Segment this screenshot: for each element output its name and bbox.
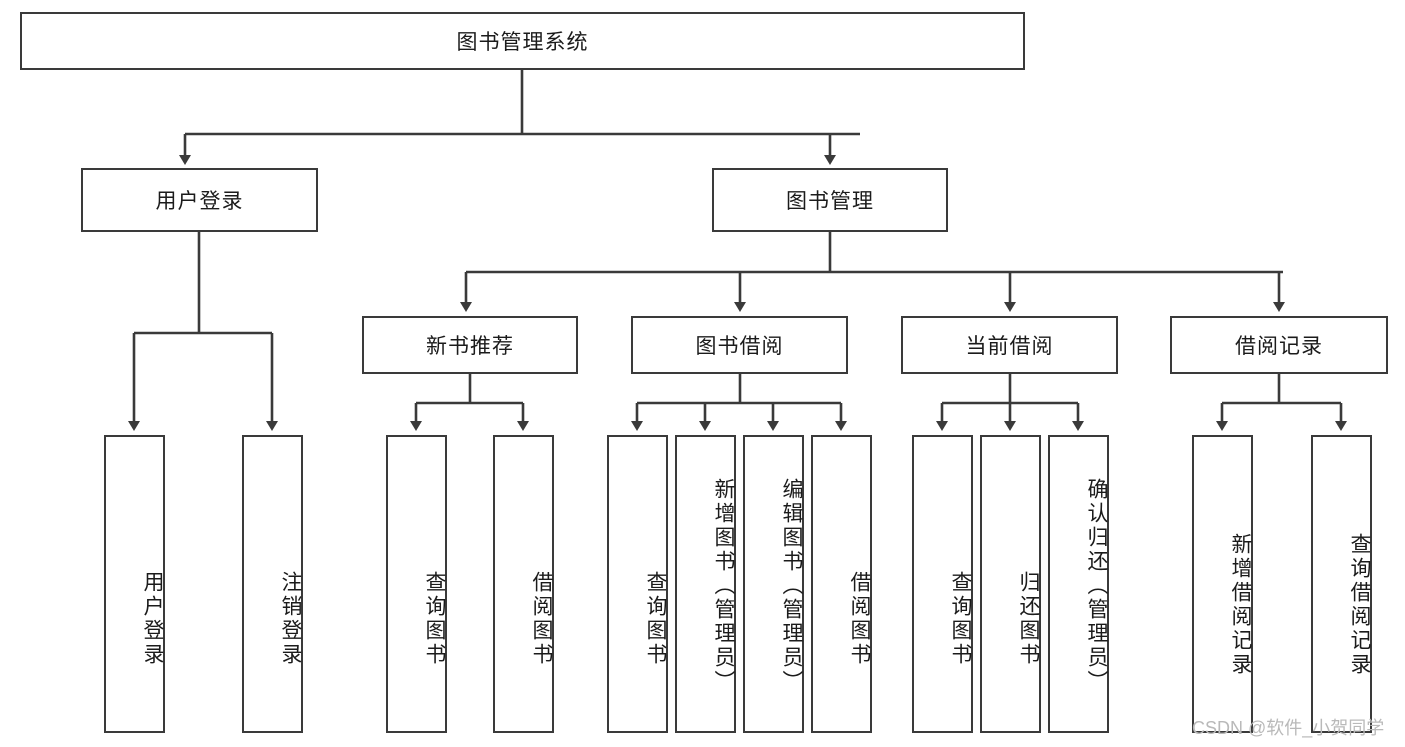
node-book-management-label: 图书管理 [786,190,874,213]
node-current-borrow-label: 当前借阅 [965,335,1054,358]
node-user-login[interactable]: 用户登录 [81,168,318,232]
node-leaf-user-login-label: 用户登录 [141,571,164,667]
node-leaf-confirm-return-admin[interactable]: 确认归还（管理员） [1048,435,1109,733]
node-leaf-return-book[interactable]: 归还图书 [980,435,1041,733]
node-book-management[interactable]: 图书管理 [712,168,948,232]
node-new-book-recommend-label: 新书推荐 [426,335,514,358]
node-borrow-records[interactable]: 借阅记录 [1170,316,1388,374]
node-leaf-edit-book-admin-label: 编辑图书（管理员） [780,478,803,694]
node-leaf-query-borrow-record[interactable]: 查询借阅记录 [1311,435,1372,733]
node-leaf-edit-book-admin[interactable]: 编辑图书（管理员） [743,435,804,733]
node-leaf-query-book-2-label: 查询图书 [644,571,667,667]
node-new-book-recommend[interactable]: 新书推荐 [362,316,578,374]
node-borrow-records-label: 借阅记录 [1235,335,1323,358]
node-leaf-query-book-1-label: 查询图书 [423,571,446,667]
node-leaf-borrow-book-1[interactable]: 借阅图书 [493,435,554,733]
node-book-borrow-label: 图书借阅 [695,335,784,358]
node-leaf-user-login[interactable]: 用户登录 [104,435,165,733]
node-leaf-return-book-label: 归还图书 [1017,571,1040,667]
node-leaf-borrow-book-1-label: 借阅图书 [530,571,553,667]
node-leaf-borrow-book-2[interactable]: 借阅图书 [811,435,872,733]
node-leaf-confirm-return-admin-label: 确认归还（管理员） [1085,478,1108,694]
node-user-login-label: 用户登录 [155,190,244,213]
node-leaf-logout-label: 注销登录 [279,571,302,667]
node-leaf-query-book-1[interactable]: 查询图书 [386,435,447,733]
watermark-text: CSDN @软件_小贺同学 [1192,718,1385,738]
node-root-label: 图书管理系统 [456,31,589,54]
node-leaf-query-borrow-record-label: 查询借阅记录 [1348,533,1371,677]
node-current-borrow[interactable]: 当前借阅 [901,316,1118,374]
node-leaf-add-borrow-record-label: 新增借阅记录 [1229,533,1252,677]
node-leaf-add-borrow-record[interactable]: 新增借阅记录 [1192,435,1253,733]
node-leaf-borrow-book-2-label: 借阅图书 [848,571,871,667]
node-book-borrow[interactable]: 图书借阅 [631,316,848,374]
node-leaf-add-book-admin[interactable]: 新增图书（管理员） [675,435,736,733]
node-leaf-add-book-admin-label: 新增图书（管理员） [712,478,735,694]
node-leaf-query-book-3-label: 查询图书 [949,571,972,667]
node-leaf-query-book-3[interactable]: 查询图书 [912,435,973,733]
node-root[interactable]: 图书管理系统 [20,12,1025,70]
node-leaf-logout[interactable]: 注销登录 [242,435,303,733]
node-leaf-query-book-2[interactable]: 查询图书 [607,435,668,733]
